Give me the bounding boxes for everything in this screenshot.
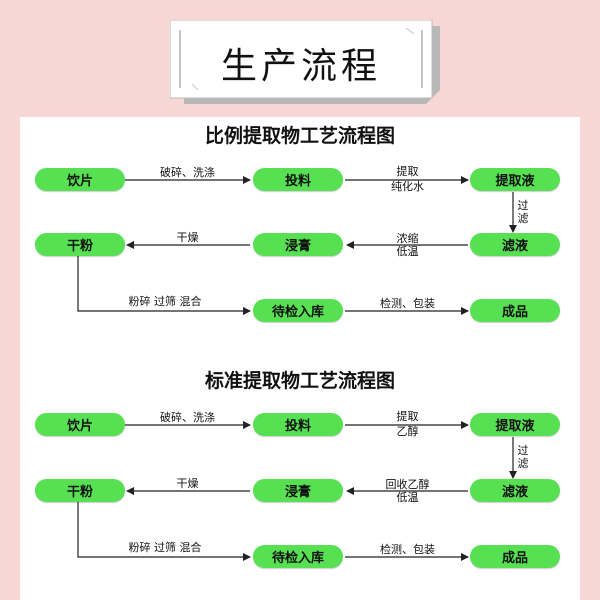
flow-2-label-e2-top: 提取 <box>396 410 419 423</box>
content-panel <box>20 117 580 600</box>
flow-1-node-daijian: 待检入库 <box>253 299 343 322</box>
banner-frame <box>170 20 440 104</box>
flow-2-node-jingao: 浸膏 <box>253 479 343 502</box>
flow-2-label-e4-top: 回收乙醇 <box>385 478 430 491</box>
flow-2-label-e3: 过滤 <box>517 444 529 470</box>
flow-2-title: 标准提取物工艺流程图 <box>204 370 395 392</box>
arrow-2-e6 <box>77 502 251 561</box>
banner-title: 生产流程 <box>220 46 381 87</box>
flow-1-label-e2-bottom: 纯化水 <box>391 180 424 193</box>
flow-1-node-jingao: 浸膏 <box>253 233 343 256</box>
flow-2-label-e4-bottom: 低温 <box>396 491 419 504</box>
flow-1-label-e1: 破碎、洗涤 <box>160 166 215 179</box>
flow-2-node-tiquye: 提取液 <box>470 413 560 436</box>
flow-2-node-daijian: 待检入库 <box>253 545 343 568</box>
flow-1-label-e4-top: 浓缩 <box>396 232 419 245</box>
flow-1-label-e6: 粉碎 过筛 混合 <box>128 295 202 308</box>
flow-2-node-ganfen: 干粉 <box>35 479 125 502</box>
flow-1-node-tiquye: 提取液 <box>470 168 560 191</box>
flow-2-node-touliao: 投料 <box>253 413 343 436</box>
flow-1-label-e3: 过滤 <box>517 199 529 225</box>
flow-1-node-lvye: 滤液 <box>470 233 560 256</box>
flow-1-title: 比例提取物工艺流程图 <box>204 125 395 147</box>
flow-2-node-chengpin: 成品 <box>470 545 560 568</box>
flow-1-node-ganfen: 干粉 <box>35 233 125 256</box>
flow-2-label-e2-bottom: 乙醇 <box>396 425 419 438</box>
flow-2-label-e1: 破碎、洗涤 <box>160 411 215 424</box>
flow-2-label-e5: 干燥 <box>176 477 199 490</box>
flow-1-label-e7: 检测、包装 <box>380 297 435 310</box>
flow-2-node-lvye: 滤液 <box>470 479 560 502</box>
flow-1-node-chengpin: 成品 <box>470 299 560 322</box>
flow-1-label-e2-top: 提取 <box>396 165 419 178</box>
arrow-1-e6 <box>77 256 251 315</box>
flow-1-node-touliao: 投料 <box>253 168 343 191</box>
flow-2-label-e7: 检测、包装 <box>380 543 435 556</box>
flow-2-node-yinpian: 饮片 <box>35 413 125 436</box>
flow-1-label-e4-bottom: 低温 <box>396 245 419 258</box>
flow-2-label-e6: 粉碎 过筛 混合 <box>128 541 202 554</box>
flow-1-node-yinpian: 饮片 <box>35 168 125 191</box>
flow-1-label-e5: 干燥 <box>176 231 199 244</box>
banner: 生产流程 <box>170 20 442 106</box>
